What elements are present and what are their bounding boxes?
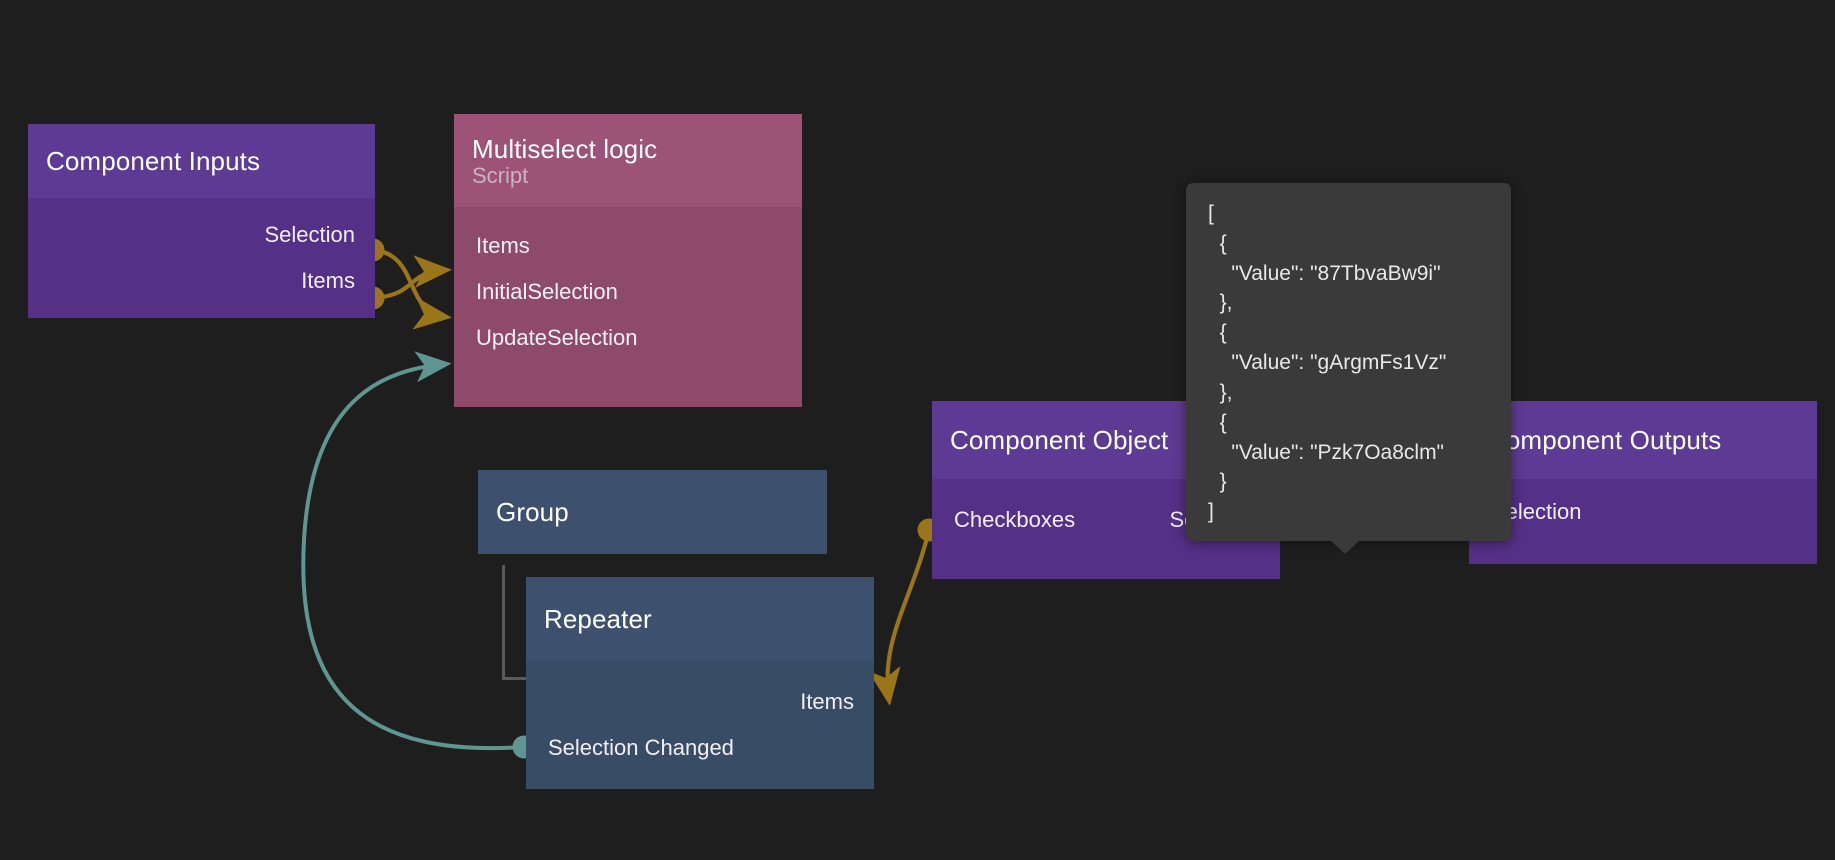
node-header-repeater[interactable]: Repeater [526, 577, 874, 661]
node-component-outputs[interactable]: Component Outputs Selection [1469, 401, 1817, 564]
node-body-component-outputs: Selection [1469, 479, 1817, 564]
node-subtitle-script: Script [472, 162, 529, 188]
port-row-output-items[interactable]: Items [28, 258, 375, 304]
port-row-input-initialselection[interactable]: InitialSelection [454, 269, 802, 315]
node-title: Multiselect logic [472, 133, 658, 164]
node-header-component-outputs[interactable]: Component Outputs [1469, 401, 1817, 479]
node-component-inputs[interactable]: Component Inputs Selection Items [28, 124, 375, 318]
node-body-component-inputs: Selection Items [28, 198, 375, 318]
port-label-updateselection: UpdateSelection [476, 325, 638, 350]
node-group[interactable]: Group [478, 470, 827, 554]
port-label-checkboxes: Checkboxes [954, 507, 1076, 532]
node-header-group[interactable]: Group [478, 470, 827, 554]
node-header-component-inputs[interactable]: Component Inputs [28, 124, 375, 198]
port-row-input-updateselection[interactable]: UpdateSelection [454, 315, 802, 361]
port-label-selection-changed: Selection Changed [548, 735, 734, 760]
node-body-multiselect-logic: Items InitialSelection UpdateSelection [454, 207, 802, 407]
port-label-initialselection: InitialSelection [476, 279, 618, 304]
node-multiselect-logic[interactable]: Multiselect logic Script Items InitialSe… [454, 114, 802, 407]
wire-selectionchanged-to-updateselection [301, 351, 536, 759]
port-label-items: Items [301, 268, 355, 293]
tooltip-json-content: [ { "Value": "87TbvaBw9i" }, { "Value": … [1208, 202, 1447, 524]
port-row-event-selection-changed[interactable]: Selection Changed [526, 725, 874, 771]
value-tooltip-popup: [ { "Value": "87TbvaBw9i" }, { "Value": … [1186, 183, 1511, 554]
node-title: Component Object [950, 425, 1169, 456]
port-row-input-items[interactable]: Items [454, 223, 802, 269]
node-header-multiselect-logic[interactable]: Multiselect logic Script [454, 114, 802, 207]
node-title: Component Outputs [1487, 425, 1722, 456]
port-row-input-selection[interactable]: Selection [1469, 489, 1817, 535]
node-title: Group [496, 497, 569, 528]
node-body-repeater: Items Selection Changed [526, 661, 874, 789]
port-row-output-selection[interactable]: Selection [28, 212, 375, 258]
node-title: Repeater [544, 604, 652, 635]
port-label-selection: Selection [264, 222, 355, 247]
tooltip-pointer-arrow [1330, 539, 1360, 554]
port-label-items: Items [800, 689, 854, 714]
port-row-output-items[interactable]: Items [526, 679, 874, 725]
node-repeater[interactable]: Repeater Items Selection Changed [526, 577, 874, 789]
port-label-items: Items [476, 233, 530, 258]
node-title: Component Inputs [46, 146, 261, 177]
